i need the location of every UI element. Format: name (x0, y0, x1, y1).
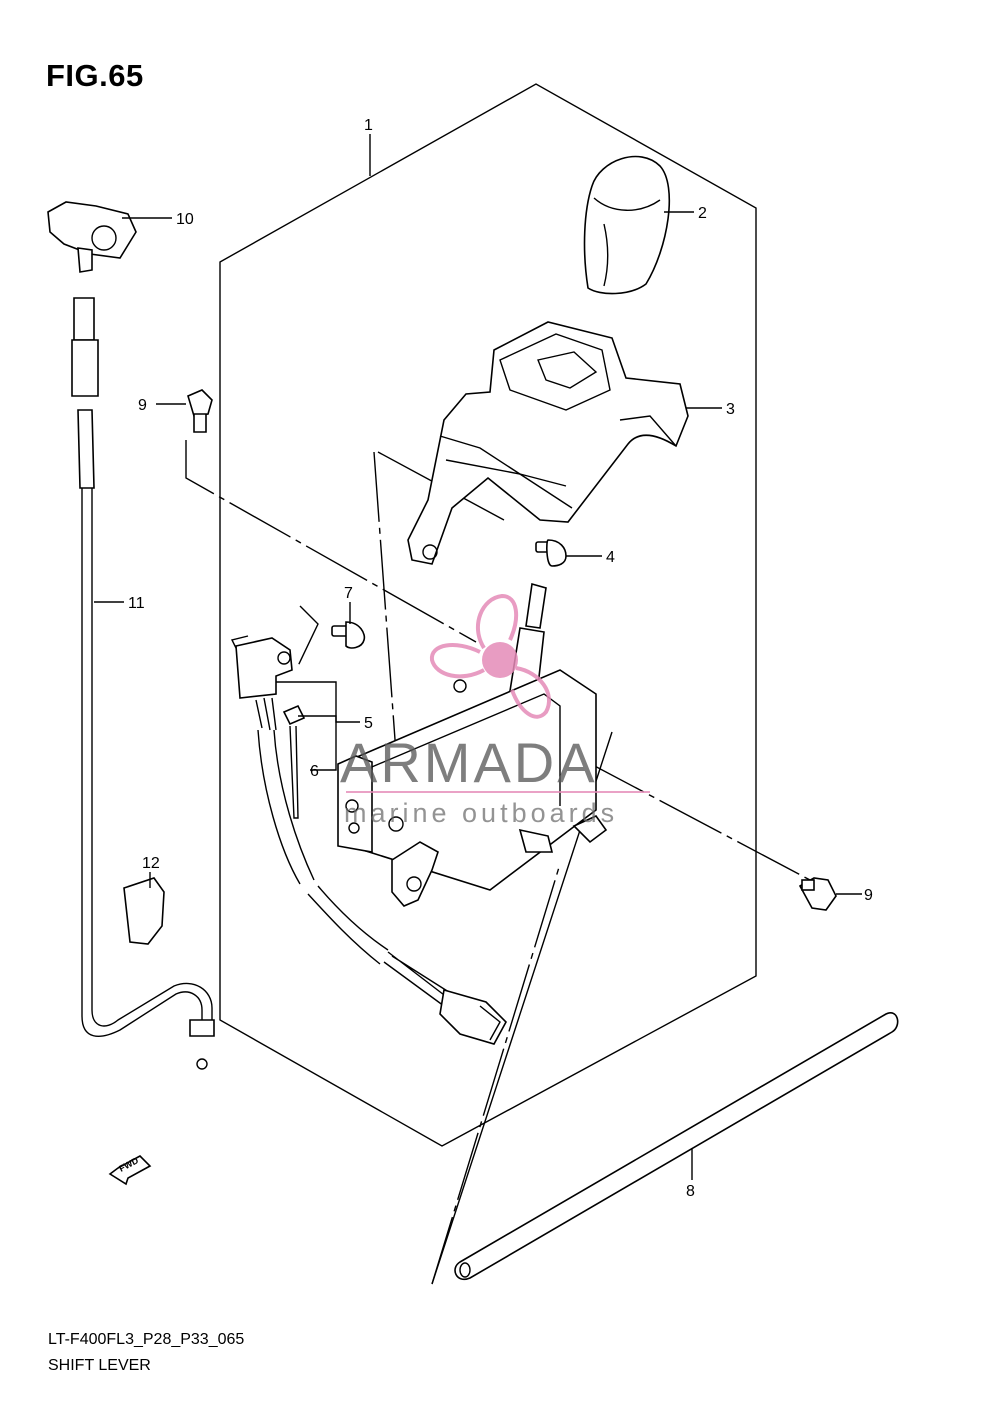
shift-lever-cover (407, 321, 689, 565)
watermark: ARMADA marine outboards (340, 593, 650, 828)
watermark-brand: ARMADA (340, 731, 598, 794)
figure-title: FIG.65 (46, 58, 144, 93)
watermark-logo (429, 593, 552, 719)
callout-10: 10 (176, 211, 194, 228)
callout-6: 6 (310, 763, 319, 780)
callout-4: 4 (606, 549, 615, 566)
callout-2: 2 (698, 205, 707, 222)
callout-12: 12 (142, 855, 160, 872)
shift-cable (71, 297, 215, 1070)
callout-11: 11 (128, 595, 145, 612)
callout-9-left: 9 (138, 397, 147, 414)
callout-5: 5 (364, 715, 373, 732)
wire-clamp (282, 704, 306, 819)
cable-holder (47, 201, 137, 273)
watermark-tagline: marine outboards (344, 798, 618, 828)
callout-1: 1 (364, 117, 373, 134)
callout-9-right: 9 (864, 887, 873, 904)
model-code: LT-F400FL3_P28_P33_065 (48, 1331, 245, 1348)
callout-3: 3 (726, 401, 735, 418)
cable-clamp (123, 877, 165, 945)
callout-leaders (94, 134, 862, 1180)
callout-8: 8 (686, 1183, 695, 1200)
callout-7: 7 (344, 585, 353, 602)
bracket-screw (331, 621, 366, 649)
section-name: SHIFT LEVER (48, 1357, 151, 1374)
assembly-boundary (219, 83, 757, 1147)
forward-direction-arrow: FWD (108, 1155, 152, 1186)
shift-lever-body (337, 582, 608, 907)
shift-rod (454, 1012, 899, 1281)
shift-knob (583, 155, 671, 295)
bolt-left (187, 389, 213, 433)
bolt-right (798, 877, 837, 911)
neutral-switch (230, 635, 507, 1045)
cover-screw (535, 539, 567, 567)
